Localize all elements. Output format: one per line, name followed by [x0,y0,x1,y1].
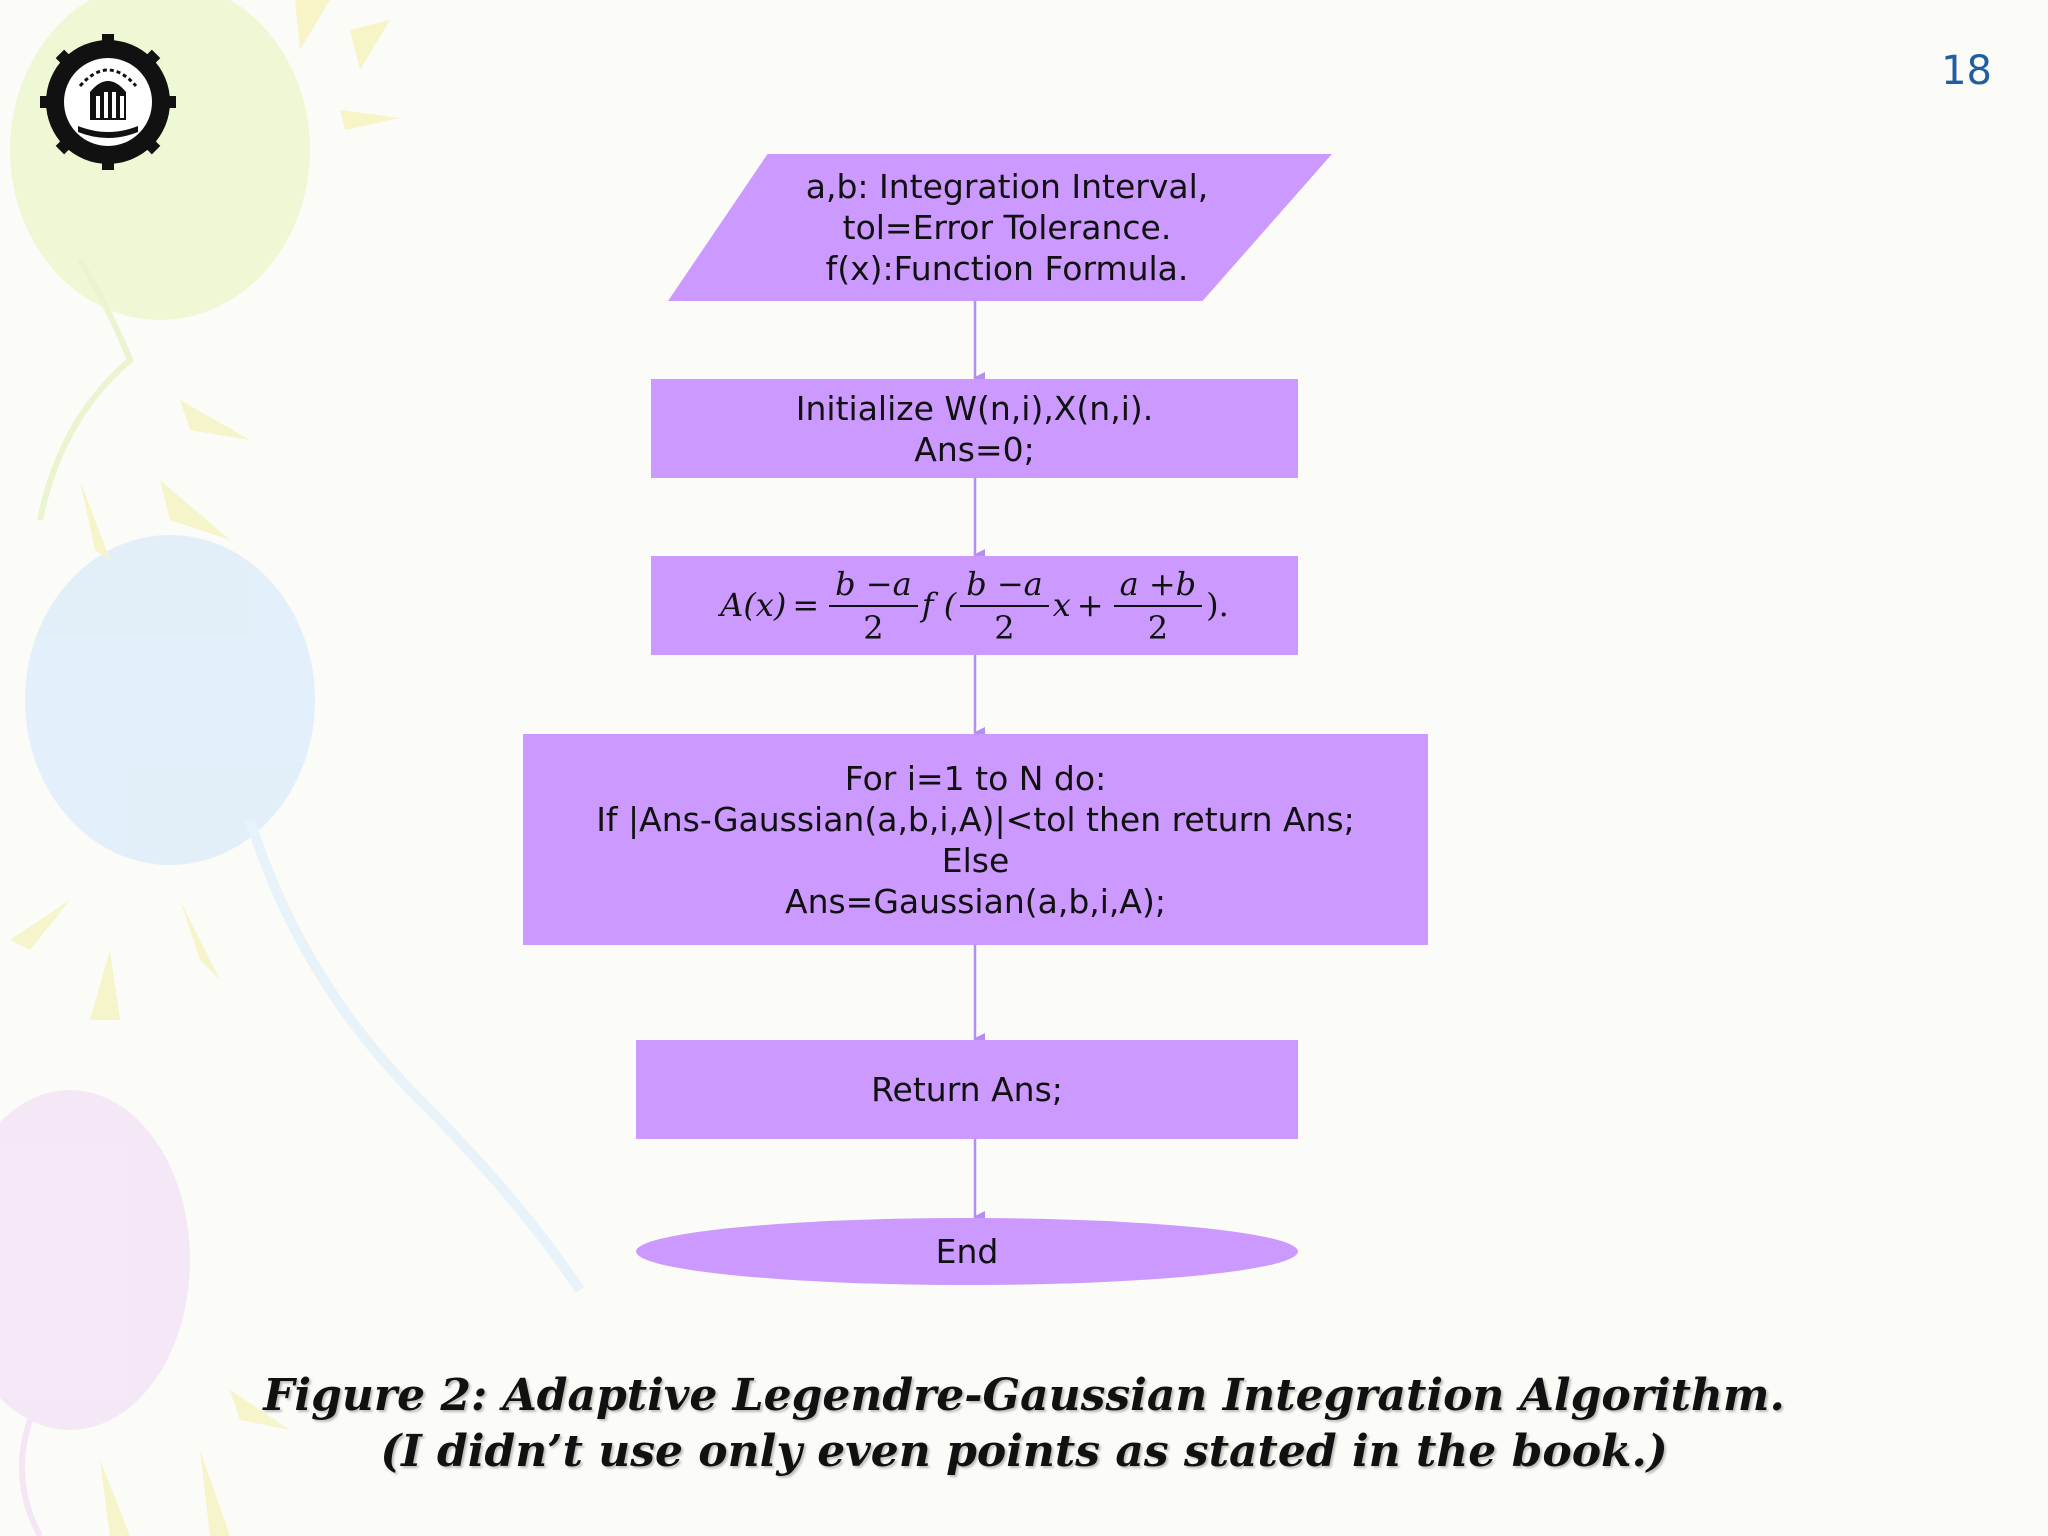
formula-plus: + [1076,586,1104,624]
university-logo [40,34,176,170]
input-line: tol=Error Tolerance. [842,208,1172,247]
formula-shift-fraction: a +b 2 [1113,565,1203,647]
input-line: a,b: Integration Interval, [805,167,1209,206]
end-label: End [935,1232,999,1271]
loop-line: If |Ans-Gaussian(a,b,i,A)|<tol then retu… [596,799,1355,839]
init-line: Ans=0; [914,429,1035,469]
formula-close: ). [1206,586,1229,624]
formula-lhs: A(x) [720,586,787,624]
figure-caption: Figure 2: Adaptive Legendre-Gaussian Int… [0,1368,2048,1480]
coef-numerator: b −a [829,565,918,607]
end-terminator: End [636,1218,1298,1285]
initialize-process-box: Initialize W(n,i),X(n,i). Ans=0; [651,379,1298,478]
loop-line: For i=1 to N do: [844,758,1107,798]
caption-line-1: Figure 2: Adaptive Legendre-Gaussian Int… [263,1370,1785,1421]
return-process-box: Return Ans; [636,1040,1298,1139]
loop-line: Else [941,840,1010,880]
transform-formula-box: A(x) = b −a 2 f ( b −a 2 x + a +b 2 ). [651,556,1298,655]
formula-variable: x [1052,586,1071,624]
input-line: f(x):Function Formula. [825,249,1189,288]
formula-coefficient: b −a 2 [829,565,918,647]
loop-process-box: For i=1 to N do: If |Ans-Gaussian(a,b,i,… [523,734,1428,945]
page-number: 18 [1941,48,1992,94]
shift-numerator: a +b [1113,565,1203,607]
arg-numerator: b −a [960,565,1049,607]
coef-denominator: 2 [863,608,884,647]
arg-denominator: 2 [994,608,1015,647]
shift-denominator: 2 [1147,608,1169,647]
formula-function: f ( [921,586,957,624]
formula-equals: = [792,586,820,624]
init-line: Initialize W(n,i),X(n,i). [795,388,1154,428]
caption-line-2: (I didn’t use only even points as stated… [380,1426,1668,1477]
input-parallelogram: a,b: Integration Interval, tol=Error Tol… [668,154,1332,301]
loop-line: Ans=Gaussian(a,b,i,A); [785,881,1166,921]
transform-formula: A(x) = b −a 2 f ( b −a 2 x + a +b 2 ). [720,565,1229,647]
formula-argument-fraction: b −a 2 [960,565,1049,647]
return-label: Return Ans; [871,1070,1063,1109]
